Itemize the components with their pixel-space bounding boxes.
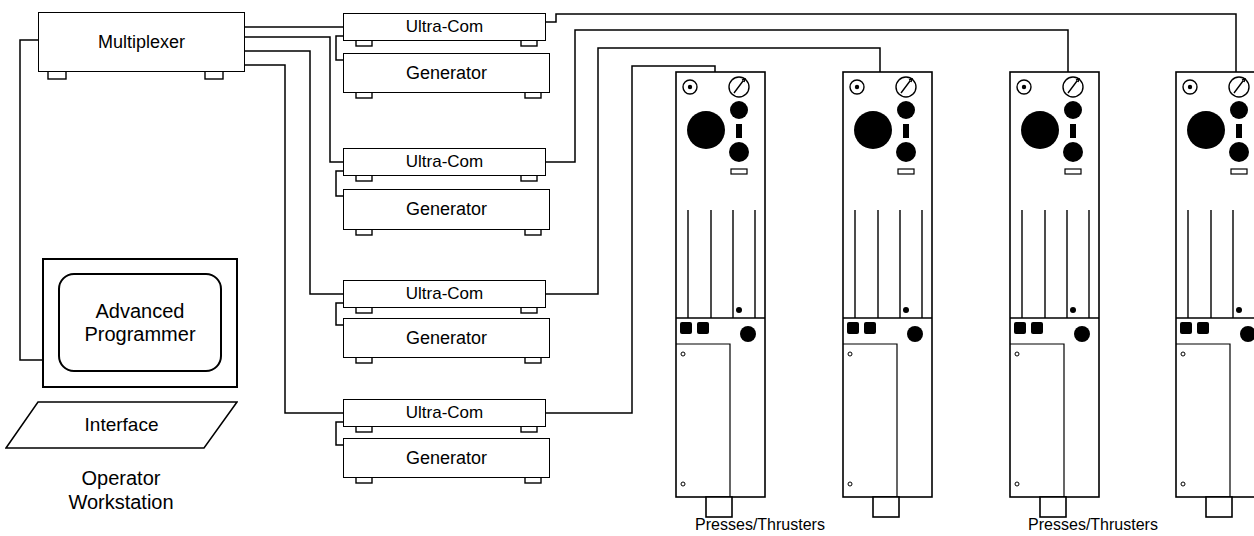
node-label: Ultra-Com bbox=[406, 403, 483, 423]
press-thruster bbox=[1176, 72, 1254, 517]
cable-connector bbox=[245, 37, 343, 162]
node-label: Ultra-Com bbox=[406, 284, 483, 304]
generator-box: Generator bbox=[343, 438, 550, 478]
node-label: Generator bbox=[406, 448, 487, 469]
cable-connector bbox=[245, 65, 343, 413]
equipment-caption: Presses/Thrusters bbox=[1013, 516, 1173, 534]
node-label: Generator bbox=[406, 199, 487, 220]
node-label: Interface bbox=[85, 414, 159, 436]
monitor: Advanced Programmer bbox=[42, 258, 238, 388]
foot bbox=[205, 71, 223, 79]
cable-connector bbox=[245, 51, 343, 294]
keyboard-shape bbox=[6, 402, 237, 448]
node-label: Generator bbox=[406, 328, 487, 349]
monitor-screen: Advanced Programmer bbox=[58, 273, 222, 372]
cable-connector bbox=[336, 303, 343, 325]
node-label: Generator bbox=[406, 63, 487, 84]
workstation-caption: Operator Workstation bbox=[41, 466, 201, 514]
press-thruster bbox=[1010, 72, 1099, 517]
generator-box: Generator bbox=[343, 318, 550, 358]
ultracom-box: Ultra-Com bbox=[343, 280, 546, 308]
press-thruster bbox=[676, 72, 765, 517]
node-label: Multiplexer bbox=[98, 32, 185, 53]
press-thruster bbox=[843, 72, 932, 517]
generator-box: Generator bbox=[343, 189, 550, 230]
cable-connector bbox=[336, 422, 343, 445]
cable-connector bbox=[336, 171, 343, 196]
node-label: Ultra-Com bbox=[406, 152, 483, 172]
cable bbox=[546, 14, 1236, 72]
node-label: Ultra-Com bbox=[406, 17, 483, 37]
generator-box: Generator bbox=[343, 53, 550, 93]
foot bbox=[48, 71, 66, 79]
ultracom-box: Ultra-Com bbox=[343, 399, 546, 427]
ultracom-box: Ultra-Com bbox=[343, 148, 546, 176]
keyboard-interface: Interface bbox=[5, 401, 238, 449]
equipment-caption: Presses/Thrusters bbox=[680, 516, 840, 534]
cable bbox=[546, 30, 1068, 162]
multiplexer-box: Multiplexer bbox=[38, 12, 245, 72]
cable-connector bbox=[20, 40, 42, 360]
cable-connector bbox=[336, 36, 343, 60]
cable-connector bbox=[245, 26, 343, 28]
ultracom-box: Ultra-Com bbox=[343, 13, 546, 41]
node-label: Advanced Programmer bbox=[75, 300, 205, 346]
